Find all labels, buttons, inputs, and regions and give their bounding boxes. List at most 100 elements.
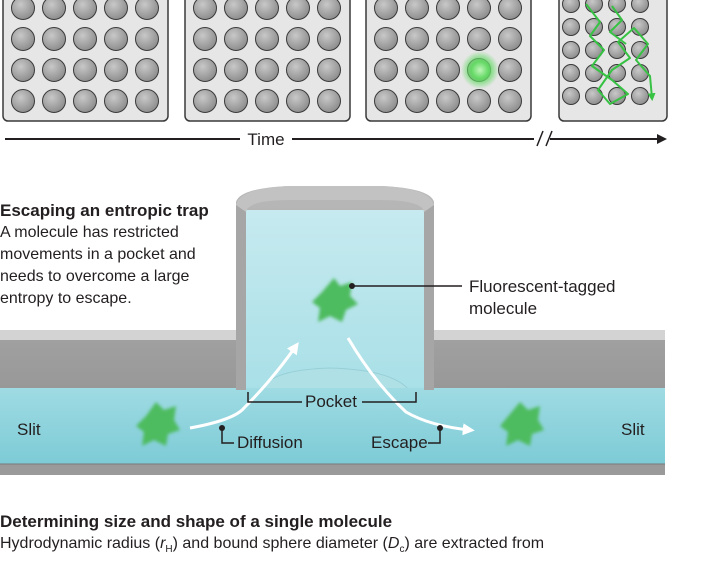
pillar [135, 27, 159, 51]
description-line-4: entropy to escape. [0, 290, 132, 307]
pillar [73, 58, 97, 82]
pillar [224, 0, 248, 20]
molecule-in-slit-right [500, 402, 544, 446]
pillar [193, 27, 217, 51]
time-axis-label: Time [247, 130, 284, 149]
time-axis-break-1 [536, 130, 544, 147]
pillar [224, 89, 248, 113]
pillar [135, 58, 159, 82]
pillar [498, 58, 522, 82]
slit-label-right: Slit [621, 420, 645, 439]
escape-label: Escape [371, 433, 428, 452]
diffusion-leader-dot [219, 425, 225, 431]
pillar [405, 89, 429, 113]
pillar [562, 0, 580, 13]
pillar [104, 27, 128, 51]
size-shape-description: Hydrodynamic radius (rH) and bound spher… [0, 533, 544, 561]
pillar [73, 0, 97, 20]
pillar [436, 89, 460, 113]
pillar [42, 58, 66, 82]
pillar [405, 27, 429, 51]
pillar [608, 18, 626, 36]
wall-top-left [0, 330, 236, 340]
pillar [104, 0, 128, 20]
description-line-2: movements in a pocket and [0, 246, 196, 263]
pillar [585, 87, 603, 105]
entropic-trap-description: A molecule has restricted movements in a… [0, 222, 196, 310]
nanochannel-device [0, 186, 665, 475]
pillar [317, 89, 341, 113]
size-shape-title: Determining size and shape of a single m… [0, 512, 393, 531]
pocket-wall-right [424, 205, 434, 390]
pillar [498, 89, 522, 113]
description-line-1: A molecule has restricted [0, 224, 179, 241]
diffusion-arrow [189, 342, 299, 430]
annotations [219, 283, 462, 444]
pillar [467, 89, 491, 113]
pillar [286, 0, 310, 20]
pocket-label: Pocket [305, 392, 357, 411]
pillar [405, 58, 429, 82]
pillar [562, 87, 580, 105]
fluorescent-label-line-2: molecule [469, 299, 538, 318]
pillar [255, 58, 279, 82]
time-axis: Time [5, 130, 667, 149]
diffusion-label: Diffusion [237, 433, 303, 452]
wall-top-right [434, 330, 665, 340]
pillar [286, 27, 310, 51]
pillar [224, 27, 248, 51]
pillar [42, 0, 66, 20]
pillar [11, 58, 35, 82]
pillar [135, 89, 159, 113]
pillar [498, 27, 522, 51]
pillar [255, 89, 279, 113]
pillar [193, 0, 217, 20]
pillar-array-panel-4 [558, 0, 668, 122]
time-axis-break-2 [545, 130, 553, 147]
pillar [405, 0, 429, 20]
pillar [42, 27, 66, 51]
pillar [255, 27, 279, 51]
escape-leader [428, 428, 441, 444]
pillar [317, 27, 341, 51]
pillar [135, 0, 159, 20]
pillar [467, 0, 491, 20]
slit-label-left: Slit [17, 420, 41, 439]
description-line-3: needs to overcome a large [0, 268, 190, 285]
pillar [317, 58, 341, 82]
diffusion-leader [221, 428, 234, 444]
pillar [11, 27, 35, 51]
pillar [286, 89, 310, 113]
pillar [608, 0, 626, 13]
pillar-array-panel-3 [365, 0, 532, 122]
pillar [585, 41, 603, 59]
slit-floor [0, 464, 665, 475]
pillar [11, 89, 35, 113]
pillar [374, 89, 398, 113]
molecule-trajectory [585, 3, 656, 105]
fluorescent-leader-dot [349, 283, 355, 289]
pillar-array-panel-2 [184, 0, 351, 122]
pillar [467, 27, 491, 51]
pillar [436, 27, 460, 51]
pillar [11, 0, 35, 20]
size-shape-description-text: Hydrodynamic radius (rH) and bound spher… [0, 535, 545, 556]
pillar [374, 0, 398, 20]
molecule-in-pocket [312, 278, 358, 322]
pillar [374, 58, 398, 82]
pillar [562, 41, 580, 59]
pillar [104, 89, 128, 113]
pillar [104, 58, 128, 82]
fluorescent-label-line-1: Fluorescent-tagged [469, 277, 616, 296]
escape-arrow [346, 337, 475, 436]
pillar [631, 18, 649, 36]
pillar [73, 89, 97, 113]
pillar [631, 64, 649, 82]
pillar [374, 27, 398, 51]
pillar [436, 58, 460, 82]
slit-fluid [0, 388, 665, 464]
pillar-array-panel-1 [2, 0, 169, 122]
pillar [286, 58, 310, 82]
pillar [317, 0, 341, 20]
